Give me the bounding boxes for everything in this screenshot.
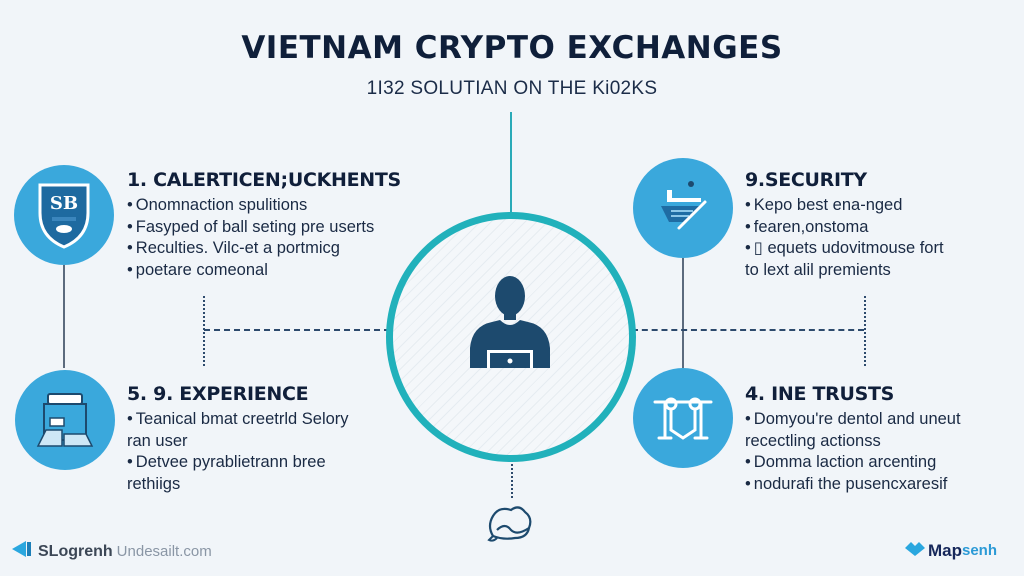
block-top-left: 1. CALERTICEN;UCKHENTS Onomnaction spuli… [127, 169, 401, 281]
block-title: 1. CALERTICEN;UCKHENTS [127, 169, 401, 191]
printer-document-icon [15, 370, 115, 470]
left-vertical-connector [63, 265, 65, 368]
bullet-item: Detvee pyrablietrann bree [127, 452, 349, 474]
footer-left-logo[interactable]: SLogrenh Undesailt.com [12, 540, 212, 563]
bullet-item: Kepo best ena-nged [745, 195, 944, 217]
block-title: 4. INE TRUSTS [745, 383, 895, 405]
bullet-item: Fasyped of ball seting pre userts [127, 217, 401, 239]
page-subtitle: 1I32 SOLUTIAN ON THE Ki02KS [366, 78, 658, 99]
footer-left-brand: SLogrenh [38, 542, 113, 560]
footer-left-domain: Undesailt.com [116, 543, 212, 560]
svg-text:SB: SB [50, 193, 78, 214]
bottom-dotted-connector [511, 448, 513, 498]
mapsenh-logo-icon [905, 540, 925, 561]
bullet-item: Domma laction arcenting [745, 452, 961, 474]
title-connector-line [510, 112, 512, 214]
bullet-item: nodurafi the pusencxaresif [745, 474, 961, 496]
bullet-item: Teanical bmat creetrld Selory [127, 409, 349, 431]
bullet-item: Domyou're dentol and uneut [745, 409, 961, 431]
cloud-hand-icon [483, 496, 539, 546]
bullet-item: poetare comeonal [127, 260, 401, 282]
bullet-item: Onomnaction spulitions [127, 195, 401, 217]
bullet-continuation: ran user [127, 431, 188, 450]
left-dotted-connector [203, 296, 205, 366]
right-dotted-horizontal [632, 329, 864, 331]
shield-badge-icon: SB [14, 165, 114, 265]
user-with-laptop-icon [460, 268, 560, 378]
bullet-item: ▯ equets udovitmouse fort [745, 238, 944, 260]
footer-right-brand-main: Map [928, 540, 962, 560]
block-title: 9.SECURITY [745, 169, 867, 191]
bullet-continuation: recectling actionss [745, 431, 881, 450]
right-vertical-connector [682, 258, 684, 368]
bullet-item: fearen,onstoma [745, 217, 944, 239]
block-bottom-left: 5. 9. EXPERIENCE Teanical bmat creetrld … [127, 383, 349, 495]
trust-link-icon [633, 368, 733, 468]
page-title: VIETNAM CRYPTO EXCHANGES [241, 30, 783, 66]
bullet-item: Reculties. Vilc-et a portmicg [127, 238, 401, 260]
security-ship-icon [633, 158, 733, 258]
left-dotted-horizontal [204, 329, 390, 331]
bullet-continuation: rethiigs [127, 474, 181, 493]
bullet-continuation: to lext alil premients [745, 260, 891, 279]
block-title: 5. 9. EXPERIENCE [127, 383, 309, 405]
right-dotted-connector [864, 296, 866, 366]
block-top-right: 9.SECURITY Kepo best ena-nged fearen,ons… [745, 169, 944, 281]
arrow-logo-icon [12, 540, 34, 563]
block-bottom-right: 4. INE TRUSTS Domyou're dentol and uneut… [745, 383, 961, 495]
footer-right-brand-accent: senh [962, 542, 998, 559]
